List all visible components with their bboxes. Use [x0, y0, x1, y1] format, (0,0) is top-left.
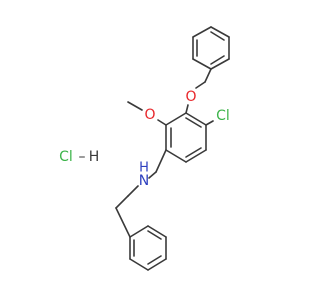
- bond: [185, 104, 189, 114]
- bond: [147, 225, 167, 238]
- bond: [210, 26, 230, 38]
- bond: [192, 26, 212, 38]
- bond: [192, 58, 212, 70]
- bond: [127, 185, 139, 197]
- bond: [127, 101, 143, 111]
- bond: [210, 31, 225, 41]
- bond: [185, 117, 202, 128]
- bond: [165, 112, 187, 126]
- salt-bond: –: [79, 149, 86, 165]
- molecule-drawing: O Cl O N H: [59, 26, 230, 271]
- bond: [148, 171, 157, 179]
- atom-h-amine: H: [139, 161, 149, 176]
- bond: [165, 149, 187, 163]
- atom-o-benzyloxy: O: [185, 89, 196, 105]
- bond: [185, 112, 207, 126]
- salt-chlorine: Cl: [59, 149, 73, 165]
- atom-o-methoxy: O: [144, 107, 155, 123]
- salt-hydrogen: H: [89, 149, 100, 165]
- bond: [210, 58, 230, 70]
- bond: [205, 120, 214, 126]
- bond: [185, 147, 202, 158]
- bond: [155, 149, 167, 173]
- bond: [147, 258, 167, 271]
- atom-n: N: [139, 173, 149, 189]
- benzyl-phenyl-ring: [192, 26, 230, 70]
- bond: [147, 230, 162, 240]
- central-ring: [165, 112, 207, 163]
- bond: [195, 81, 206, 89]
- bond: [129, 258, 149, 271]
- phenethyl-phenyl-ring: [129, 225, 167, 271]
- bond: [147, 255, 162, 265]
- bond: [115, 207, 131, 238]
- bond: [157, 119, 167, 126]
- bond: [204, 68, 212, 83]
- bond: [129, 225, 149, 238]
- bond: [185, 149, 207, 163]
- bond: [210, 55, 225, 65]
- bond: [115, 195, 129, 209]
- atom-cl: Cl: [216, 108, 230, 124]
- structure-diagram: O Cl O N H: [59, 26, 230, 271]
